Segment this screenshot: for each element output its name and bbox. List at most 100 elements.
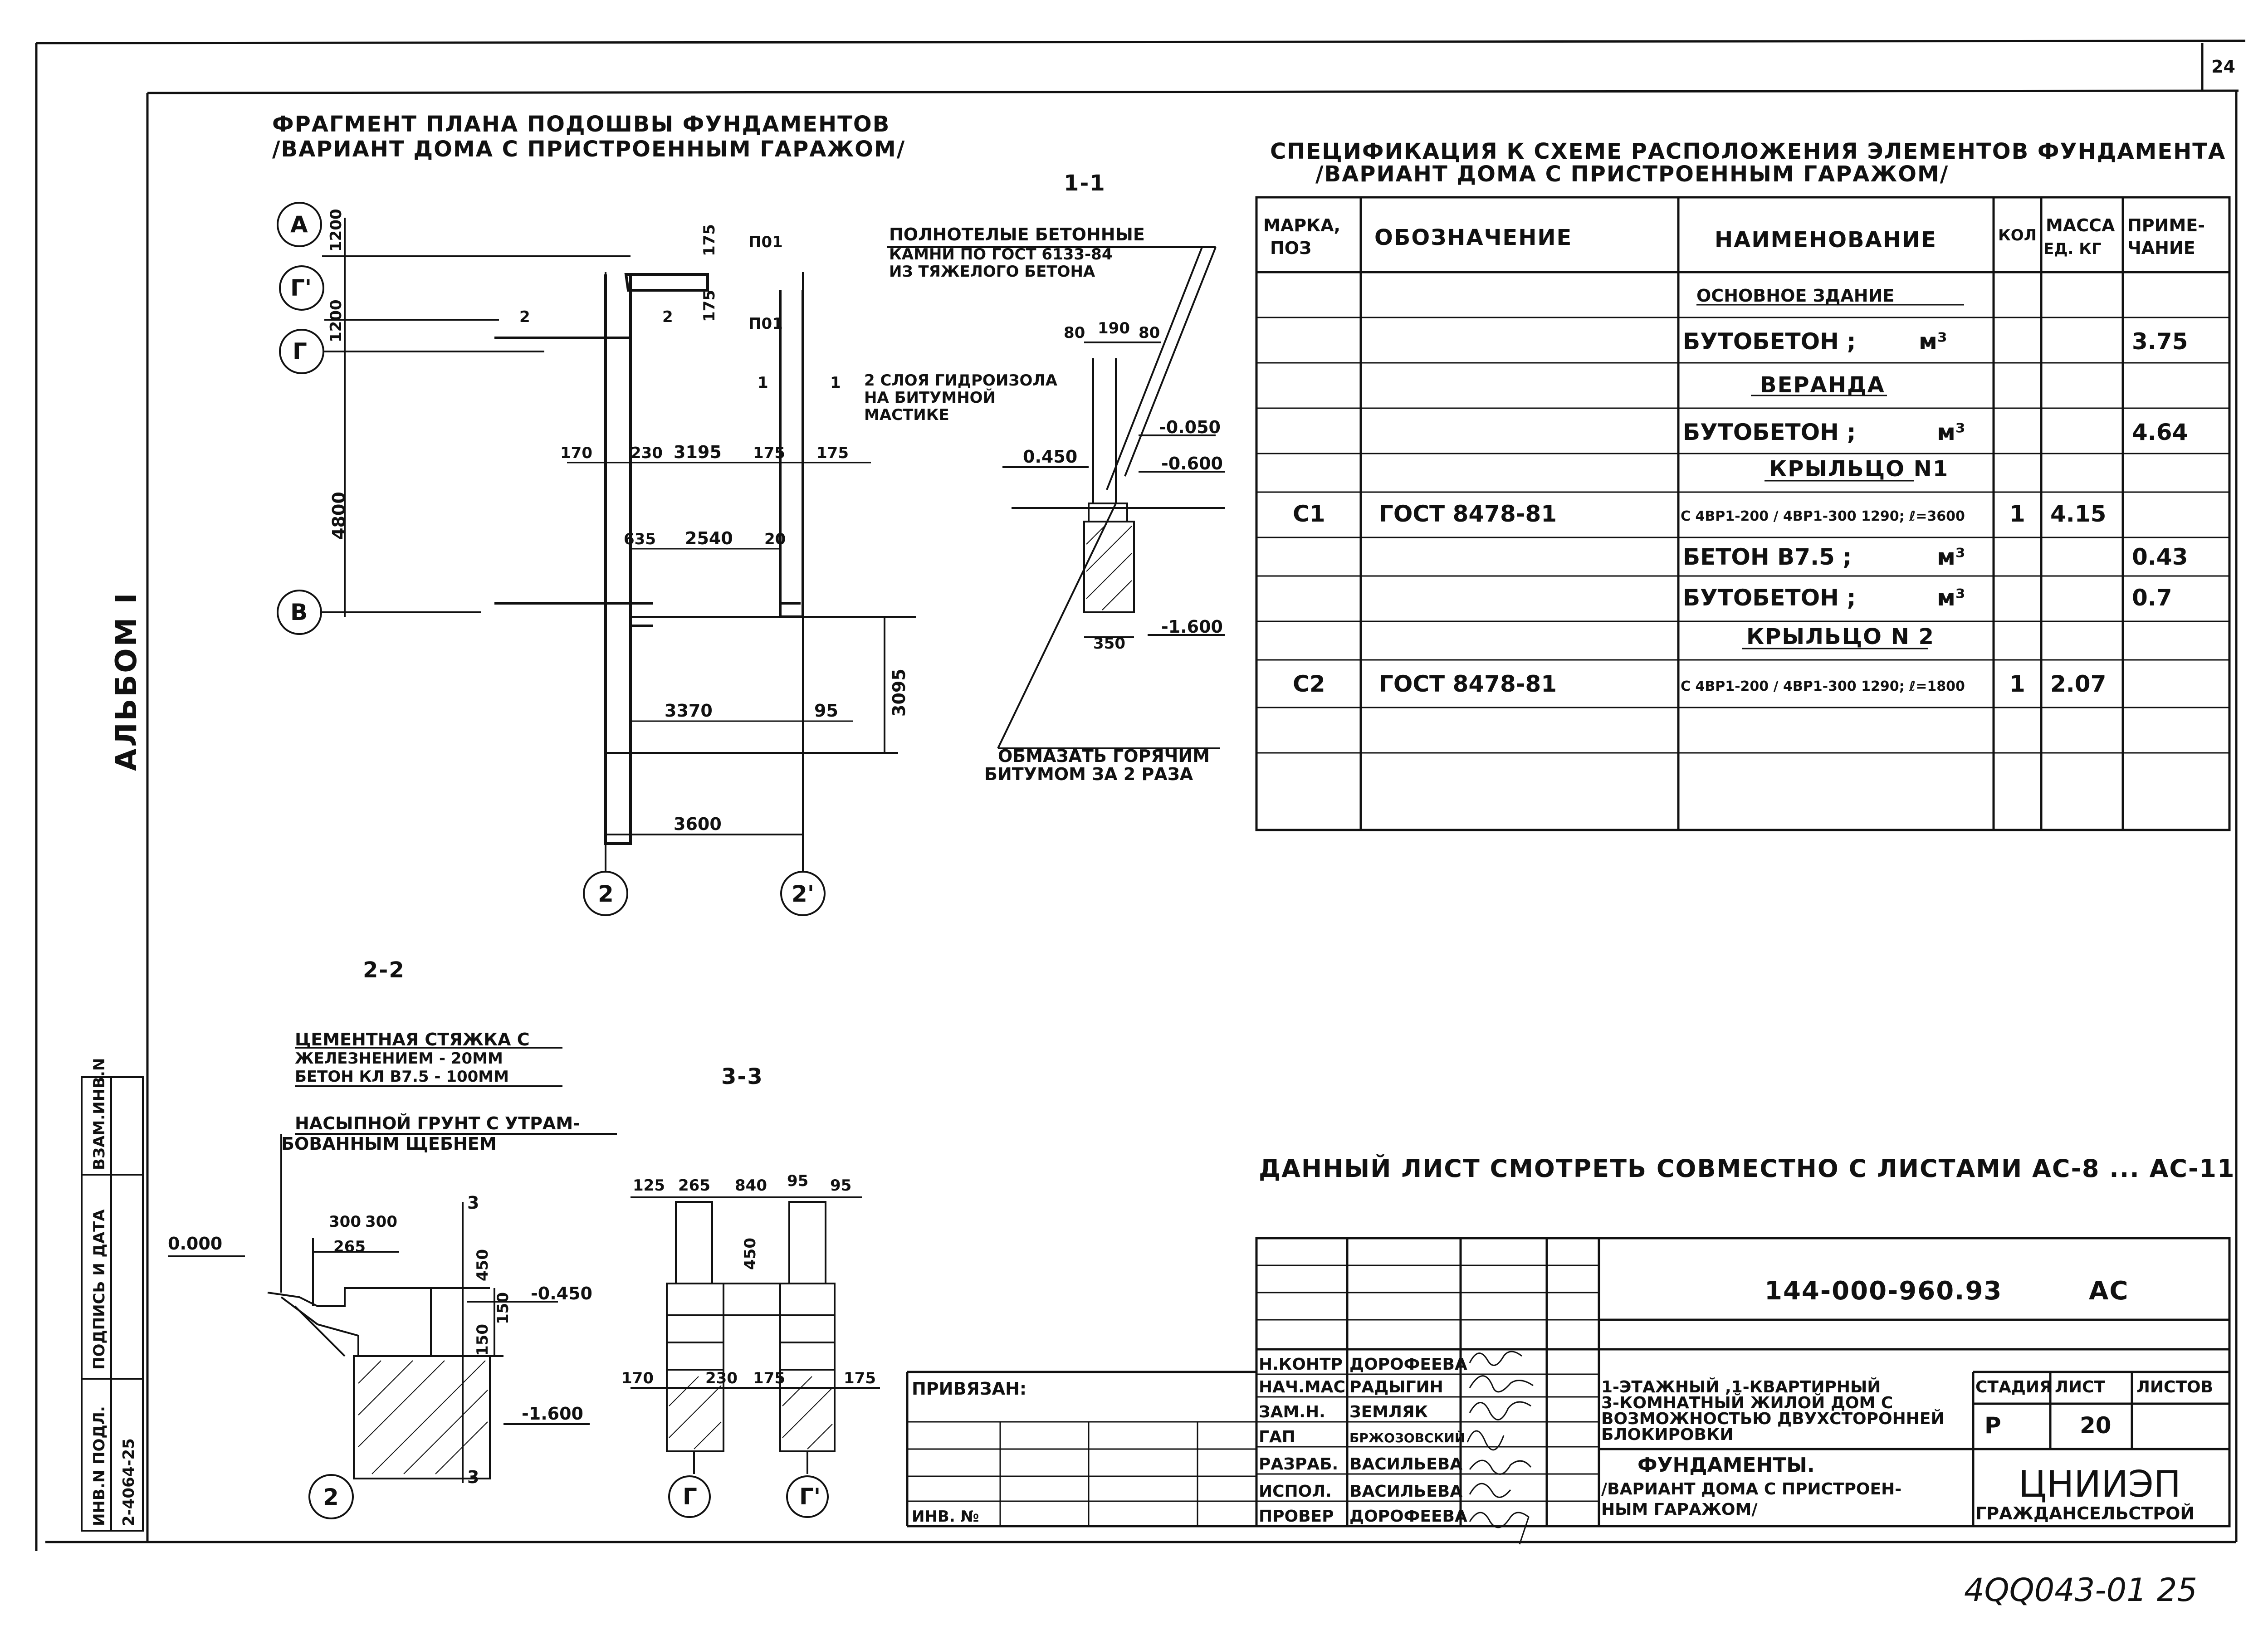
spec-row-8-name: КРЫЛЬЦО N 2	[1746, 624, 1935, 649]
bound-label: ПРИВЯЗАН:	[912, 1379, 1026, 1399]
spec-h-name: НАИМЕНОВАНИЕ	[1715, 227, 1937, 253]
spec-row-1-unit: м³	[1919, 328, 1947, 355]
cut-2a: 2	[519, 308, 530, 326]
dim-175c: 175	[753, 444, 785, 462]
s22-level-0: 0.000	[168, 1234, 222, 1254]
spec-row-6: БЕТОН В7.5 ; м³ 0.43	[1683, 544, 2188, 570]
spec-row-7-note: 0.7	[2132, 585, 2172, 611]
spec-h-mark1: МАРКА,	[1263, 215, 1340, 235]
s33-dim-450: 450	[741, 1238, 759, 1270]
spec-row-3-unit: м³	[1937, 419, 1965, 445]
s22-cut-top: 3	[467, 1193, 479, 1213]
spec-row-9-name: С 4ВР1-200 / 4ВР1-300 1290; ℓ=1800	[1681, 678, 1965, 694]
dim-95: 95	[814, 701, 838, 721]
axis-2: 2	[598, 881, 614, 907]
spec-row-9-desig: ГОСТ 8478-81	[1379, 671, 1557, 697]
s11-note3-2: БИТУМОМ ЗА 2 РАЗА	[984, 764, 1193, 784]
stage-label: СТАДИЯ	[1975, 1378, 2052, 1396]
person-2-name: ЗЕМЛЯК	[1349, 1403, 1428, 1421]
section-1-1-title: 1-1	[1064, 171, 1106, 196]
cut-p01a: П01	[748, 233, 783, 251]
stamp-person-0: Н.КОНТР ДОРОФЕЕВА	[1259, 1355, 1467, 1374]
spec-row-1: БУТОБЕТОН ; м³ 3.75	[1683, 328, 2188, 355]
spec-row-9-mark: С2	[1293, 671, 1325, 697]
person-1-name: РАДЫГИН	[1349, 1378, 1443, 1396]
s11-dim-80b: 80	[1139, 324, 1160, 342]
dim-1200a: 1200	[327, 209, 345, 252]
person-0-role: Н.КОНТР	[1259, 1355, 1343, 1374]
s22-dim-300a: 300	[329, 1213, 361, 1231]
stamp-person-1: НАЧ.МАС РАДЫГИН	[1259, 1378, 1443, 1396]
person-3-role: ГАП	[1259, 1428, 1295, 1446]
axis-g: Г	[293, 338, 307, 365]
dim-1200b: 1200	[327, 299, 345, 342]
sheet-title-1: ФУНДАМЕНТЫ.	[1637, 1454, 1815, 1477]
spec-row-0: ОСНОВНОЕ ЗДАНИЕ	[1696, 286, 1894, 306]
s11-note1-1: ПОЛНОТЕЛЫЕ БЕТОННЫЕ	[889, 225, 1145, 244]
dim-4800: 4800	[329, 492, 349, 540]
sheets-label: ЛИСТОВ	[2136, 1378, 2213, 1396]
stamp-person-3: ГАП БРЖОЗОВСКИЙ	[1259, 1428, 1465, 1446]
s33-dim-265: 265	[678, 1176, 710, 1195]
spec-title-2: /ВАРИАНТ ДОМА С ПРИСТРОЕННЫМ ГАРАЖОМ/	[1315, 161, 1949, 187]
sheet-number: 24	[2211, 57, 2235, 77]
s22-note1-1: ЦЕМЕНТНАЯ СТЯЖКА С	[295, 1030, 530, 1049]
sheet-value: 20	[2080, 1412, 2112, 1439]
spec-row-2: ВЕРАНДА	[1760, 372, 1885, 398]
cut-2b: 2	[662, 308, 673, 326]
stamp-person-2: ЗАМ.Н. ЗЕМЛЯК	[1259, 1403, 1428, 1421]
dim-230: 230	[631, 444, 663, 462]
s22-cut-bottom: 3	[467, 1467, 479, 1487]
dim-170: 170	[560, 444, 592, 462]
s33-dim-840: 840	[735, 1176, 767, 1195]
person-5-name: ВАСИЛЬЕВА	[1349, 1482, 1462, 1501]
spec-row-7: БУТОБЕТОН ; м³ 0.7	[1683, 585, 2172, 611]
person-4-role: РАЗРАБ.	[1259, 1455, 1338, 1474]
sheet-label: ЛИСТ	[2055, 1378, 2105, 1396]
person-4-name: ВАСИЛЬЕВА	[1349, 1455, 1462, 1474]
s33-dim-175b: 175	[844, 1369, 876, 1387]
footer-code: 4QQ043-01 25	[1964, 1572, 2197, 1609]
spec-row-5-mass: 4.15	[2050, 501, 2106, 527]
s22-note2-2: БОВАННЫМ ЩЕБНЕМ	[281, 1134, 497, 1154]
s33-axis-g: Г	[683, 1484, 697, 1510]
cut-p01b: П01	[748, 315, 783, 333]
s11-note1-2: КАМНИ ПО ГОСТ 6133-84	[889, 245, 1113, 264]
spec-row-1-name: БУТОБЕТОН ;	[1683, 328, 1856, 355]
spec-row-7-unit: м³	[1937, 585, 1965, 611]
cut-1b: 1	[830, 374, 841, 392]
s11-dim-350: 350	[1093, 634, 1125, 653]
spec-h-mass2: ЕД. КГ	[2043, 240, 2102, 258]
org-name-2: ГРАЖДАНСЕЛЬСТРОЙ	[1975, 1503, 2195, 1523]
spec-h-mark2: ПОЗ	[1270, 238, 1311, 258]
person-1-role: НАЧ.МАС	[1259, 1378, 1345, 1396]
s22-axis-2: 2	[323, 1484, 339, 1510]
s11-level-4: -1.600	[1161, 617, 1223, 637]
side-inv-value: 2-4064-25	[120, 1438, 138, 1526]
spec-h-desig: ОБОЗНАЧЕНИЕ	[1374, 225, 1572, 250]
s11-dim-80a: 80	[1064, 324, 1085, 342]
s22-dim-150a: 150	[494, 1292, 512, 1324]
inv-label: ИНВ. №	[912, 1508, 979, 1526]
dim-635: 635	[624, 530, 656, 548]
axis-a: А	[290, 211, 308, 238]
plan-title-1: ФРАГМЕНТ ПЛАНА ПОДОШВЫ ФУНДАМЕНТОВ	[272, 112, 890, 137]
stage-value: Р	[1984, 1412, 2001, 1439]
person-0-name: ДОРОФЕЕВА	[1349, 1355, 1467, 1374]
dim-20: 20	[764, 530, 786, 548]
spec-row-3-note: 4.64	[2132, 419, 2188, 445]
side-sign-label: ПОДПИСЬ И ДАТА	[90, 1209, 108, 1370]
person-2-role: ЗАМ.Н.	[1259, 1403, 1325, 1421]
axis-v: В	[290, 599, 308, 625]
dim-175b: 175	[700, 290, 719, 322]
dim-3600: 3600	[674, 814, 722, 834]
spec-row-2-name: ВЕРАНДА	[1760, 372, 1885, 398]
person-3-name: БРЖОЗОВСКИЙ	[1349, 1430, 1465, 1445]
s22-note1-2: ЖЕЛЕЗНЕНИЕМ - 20ММ	[295, 1049, 503, 1068]
spec-row-5-mark: С1	[1293, 501, 1325, 527]
dim-3195: 3195	[674, 442, 722, 462]
s11-level-3: 0.450	[1023, 447, 1077, 467]
s11-note2-2: НА БИТУМНОЙ	[864, 388, 996, 407]
spec-row-6-note: 0.43	[2132, 544, 2188, 570]
spec-row-4: КРЫЛЬЦО N1	[1769, 456, 1948, 482]
